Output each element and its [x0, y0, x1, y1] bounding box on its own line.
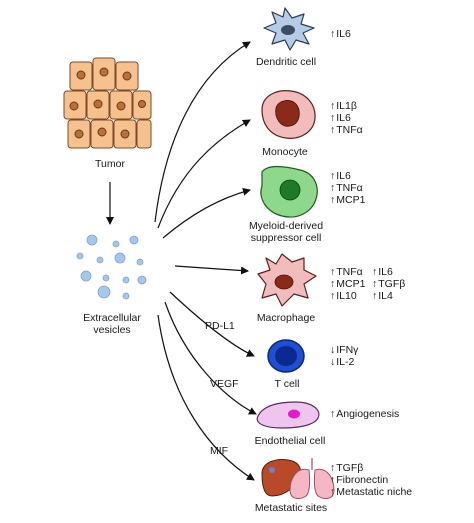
metastatic-sites-label: Metastatic sites [254, 502, 328, 514]
tumor-illustration [63, 57, 152, 149]
extracellular-vesicles-label: Extracellular vesicles [72, 312, 152, 336]
ev-label-line1: Extracellular [83, 312, 141, 324]
endothelial-cell-illustration [256, 401, 320, 429]
effect-item: ↑TGFβ [372, 278, 406, 290]
effect-item: ↑IL6 [372, 266, 393, 278]
monocyte-illustration [261, 90, 316, 139]
tcell-effects: ↓IFNγ ↓IL-2 [330, 344, 358, 368]
effect-item: ↑Metastatic niche [330, 486, 413, 498]
dendritic-effects: ↑IL6 [330, 28, 351, 40]
mdsc-label-line1: Myeloid-derived [248, 220, 324, 232]
vesicle-illustration [76, 234, 147, 300]
monocyte-effects: ↑IL1β ↑IL6 ↑TNFα [330, 100, 363, 136]
arrow-to-endothelial [164, 301, 257, 415]
arrow-to-dendritic [154, 41, 251, 223]
effect-item: ↑TNFα [330, 124, 363, 136]
endothelial-cell-label: Endothelial cell [254, 435, 326, 447]
effect-item: ↑MCP1 [330, 278, 366, 290]
pdl1-edge-label: PD-L1 [205, 320, 235, 332]
macrophage-label: Macrophage [256, 312, 316, 324]
effect-item: ↑IL1β [330, 100, 357, 112]
arrow-to-macrophage [174, 265, 249, 275]
effect-item: ↑Angiogenesis [330, 408, 400, 420]
ev-label-line2: vesicles [93, 324, 131, 336]
effect-item: ↑IL10 [330, 290, 357, 302]
macrophage-illustration [257, 253, 317, 307]
lungs-illustration [289, 458, 335, 499]
macrophage-effects-col1: ↑TNFα ↑MCP1 ↑IL10 [330, 266, 365, 302]
effect-item: ↑IL6 [330, 112, 351, 124]
mdsc-label-line2: suppressor cell [250, 232, 322, 244]
effect-item: ↑TNFα [330, 266, 363, 278]
effect-item: ↑TNFα [330, 182, 363, 194]
dendritic-cell-illustration [263, 7, 315, 51]
macrophage-effects-col2: ↑IL6 ↑TGFβ ↑IL4 [372, 266, 405, 302]
effect-item: ↑MCP1 [330, 194, 366, 206]
mdsc-effects: ↑IL6 ↑TNFα ↑MCP1 [330, 170, 365, 206]
effect-item: ↑IL6 [330, 28, 351, 40]
tcell-label: T cell [274, 378, 300, 390]
tumor-label: Tumor [95, 158, 125, 170]
arrow-to-tcell [169, 291, 255, 357]
monocyte-label: Monocyte [262, 146, 308, 158]
effect-item: ↓IL-2 [330, 356, 355, 368]
effect-item: ↑Fibronectin [330, 474, 389, 486]
effect-item: ↑TGFβ [330, 462, 364, 474]
arrow-to-metastatic [157, 314, 255, 481]
tcell-illustration [267, 339, 305, 373]
endothelial-effects: ↑Angiogenesis [330, 408, 399, 420]
effect-item: ↑IL6 [330, 170, 351, 182]
metastatic-effects: ↑TGFβ ↑Fibronectin ↑Metastatic niche [330, 462, 412, 498]
effect-item: ↑IL4 [372, 290, 393, 302]
effect-item: ↓IFNγ [330, 344, 359, 356]
mdsc-illustration [260, 165, 318, 218]
arrow-to-monocyte [157, 119, 251, 229]
dendritic-cell-label: Dendritic cell [255, 56, 317, 68]
arrow-to-mdsc [162, 187, 251, 239]
mif-edge-label: MIF [210, 445, 229, 457]
mdsc-label: Myeloid-derived suppressor cell [236, 220, 336, 244]
vegf-edge-label: VEGF [210, 378, 239, 390]
